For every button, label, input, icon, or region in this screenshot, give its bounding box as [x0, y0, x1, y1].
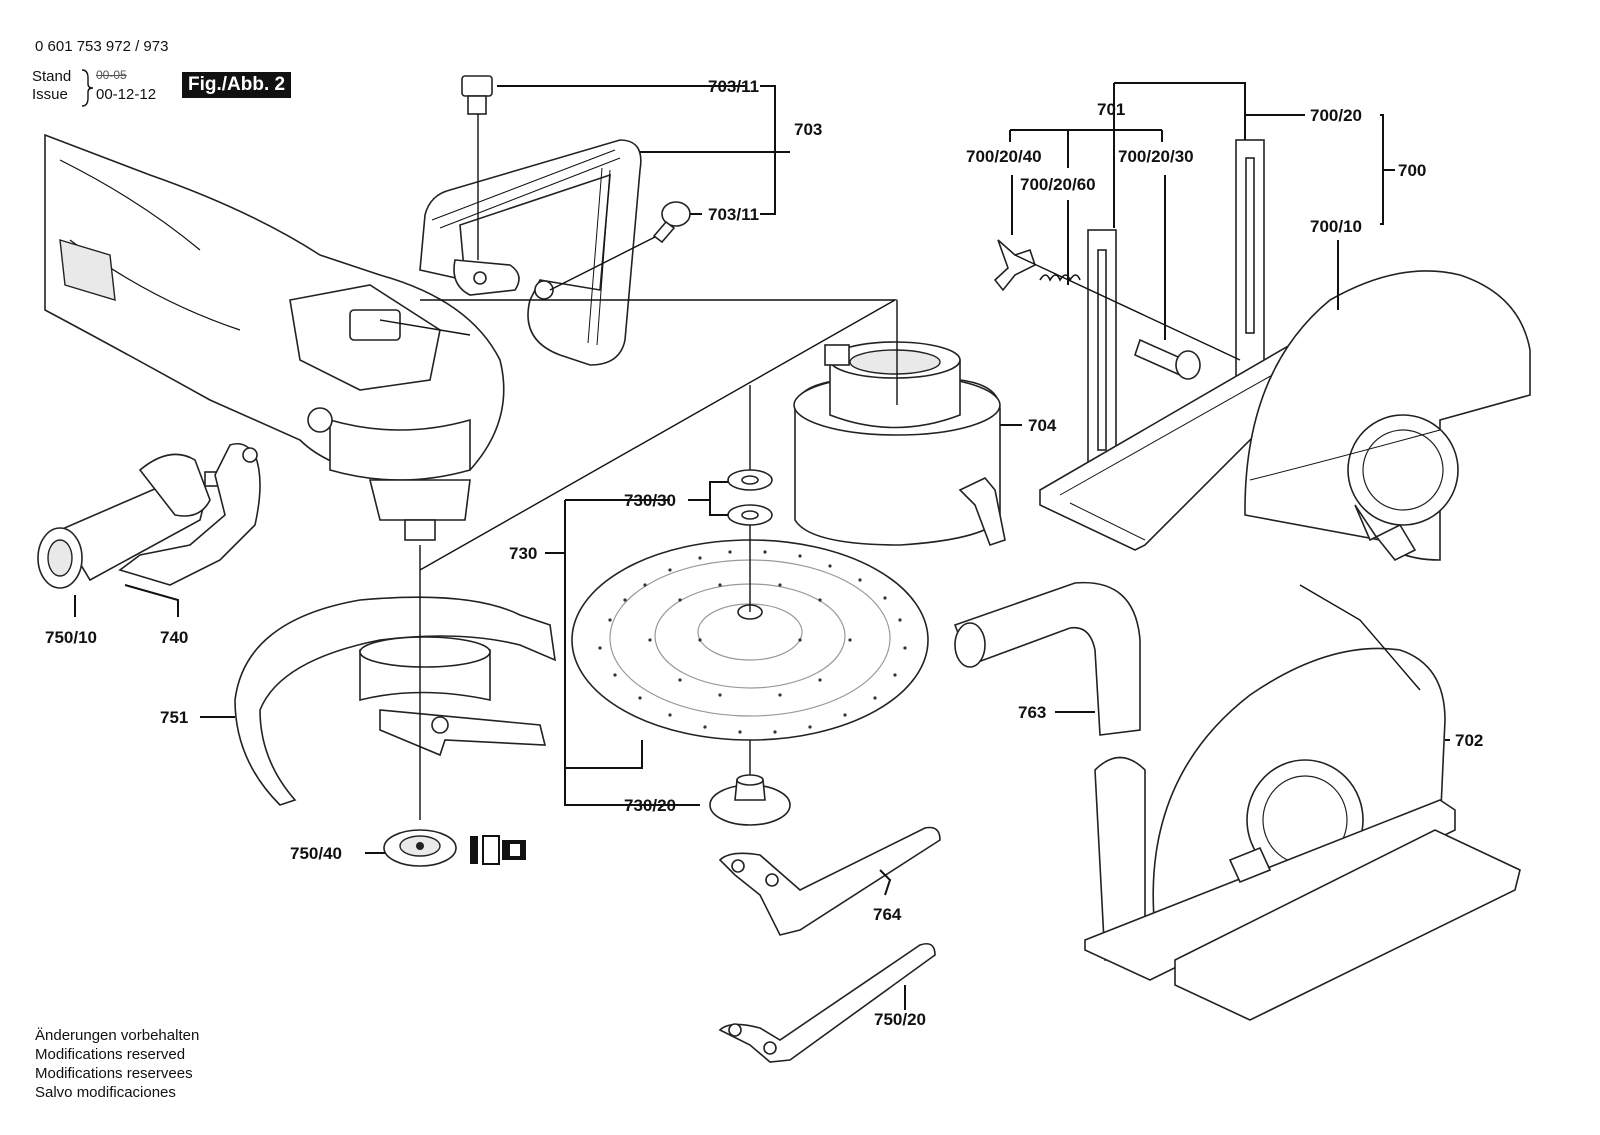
label-700-10: 700/10 — [1310, 217, 1362, 236]
clamping-nut-730-20 — [709, 774, 791, 826]
label-764: 764 — [873, 905, 902, 924]
issue-label: Issue — [32, 86, 68, 103]
spring-700-20-60 — [1039, 274, 1081, 282]
label-703-11-top: 703/11 — [708, 77, 759, 96]
label-704: 704 — [1028, 416, 1057, 435]
flange-nut-750-40 — [383, 829, 457, 867]
label-700-20-60: 700/20/60 — [1020, 175, 1096, 194]
label-763: 763 — [1018, 703, 1046, 722]
figure-label: Fig./Abb. 2 — [182, 72, 292, 98]
stand-value: 00-05 — [96, 68, 127, 82]
label-700-20: 700/20 — [1310, 106, 1362, 125]
cutting-guard-700-10 — [1244, 270, 1531, 562]
label-700-20-30: 700/20/30 — [1118, 147, 1194, 166]
wing-nut-700-20-40 — [993, 239, 1036, 292]
screw-703-11-bottom — [652, 201, 691, 244]
nut-icon — [470, 835, 526, 865]
guide-rail-700-20 — [1039, 139, 1311, 551]
label-751: 751 — [160, 708, 188, 727]
label-703: 703 — [794, 120, 822, 139]
label-730-30: 730/30 — [624, 491, 676, 510]
label-730-20: 730/20 — [624, 796, 676, 815]
label-740: 740 — [160, 628, 188, 647]
note-line: Änderungen vorbehalten — [35, 1027, 200, 1044]
label-750-20: 750/20 — [874, 1010, 926, 1029]
carriage-bolt-700-20-30 — [1134, 338, 1201, 380]
stand-label: Stand — [32, 68, 72, 85]
label-703-11-bottom: 703/11 — [708, 205, 759, 224]
bow-handle-703 — [419, 139, 642, 366]
label-750-10: 750/10 — [45, 628, 97, 647]
label-700-20-40: 700/20/40 — [966, 147, 1042, 166]
note-line: Modifications reservees — [35, 1065, 193, 1082]
angle-grinder-body — [44, 133, 505, 541]
note-line: Modifications reserved — [35, 1046, 186, 1063]
extraction-hood-704 — [793, 341, 1006, 547]
issue-value: 00-12-12 — [96, 86, 157, 103]
leader-lines — [74, 82, 1450, 1010]
label-700: 700 — [1398, 161, 1426, 180]
note-line: Salvo modificaciones — [35, 1084, 176, 1101]
screw-703-11-top — [461, 75, 493, 115]
label-750-40: 750/40 — [290, 844, 342, 863]
pin-spanner-750-20 — [718, 942, 936, 1063]
spanner-764 — [718, 826, 941, 936]
label-730: 730 — [509, 544, 537, 563]
wheel-guard-751 — [234, 596, 556, 806]
handle-bracket-740 — [118, 442, 261, 586]
modification-notes: Änderungen vorbehalten Modifications res… — [35, 1026, 199, 1102]
document-number: 0 601 753 972 / 973 — [35, 38, 169, 55]
label-702: 702 — [1455, 731, 1483, 750]
label-701: 701 — [1097, 100, 1125, 119]
suction-hose-763 — [953, 581, 1141, 736]
washers-730-30 — [727, 469, 773, 526]
cutting-guide-702 — [1084, 584, 1521, 1021]
